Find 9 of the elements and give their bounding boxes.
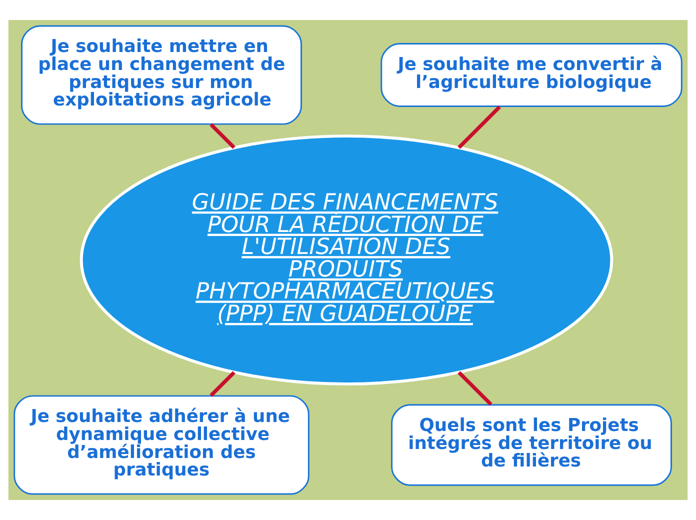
connector <box>458 371 492 406</box>
node-box: Je souhaite adhérer à une dynamique collective d’amélioration des pratiques <box>14 395 310 495</box>
connector <box>458 106 501 149</box>
connector <box>210 123 236 149</box>
connector <box>210 371 236 397</box>
node-ellipse: GUIDE DES FINANCEMENTS POUR LA RÉDUCTION DE L'UTILISATION DES PRODUITS PHYTOPHARMACEUTIQUES (PPP) EN GUADELOUPE <box>80 134 614 386</box>
node-box: Je souhaite mettre en place un changement de pratiques sur mon exploitations agricole <box>21 25 302 125</box>
node-box: Quels sont les Projets intégrés de territoire ou de filières <box>391 404 672 486</box>
node-box: Je souhaite me convertir à l’agriculture biologique <box>380 43 682 107</box>
